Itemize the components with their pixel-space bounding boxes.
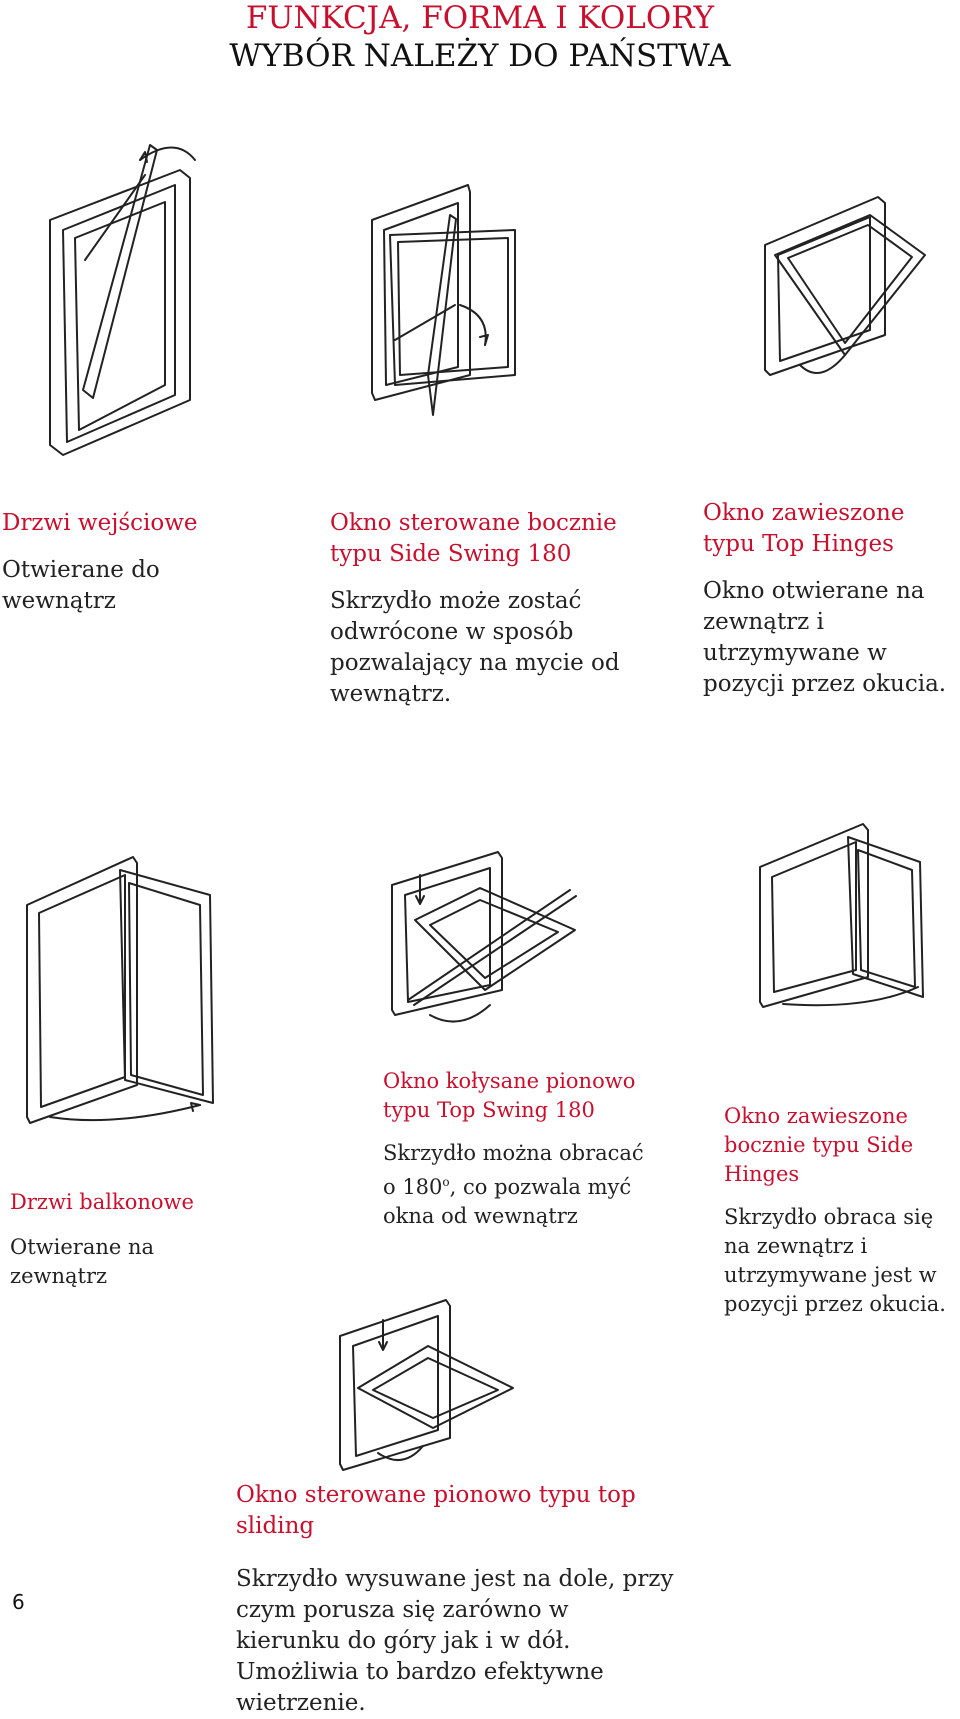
header-subtitle: WYBÓR NALEŻY DO PAŃSTWA <box>229 38 731 74</box>
header-title: FUNKCJA, FORMA I KOLORY <box>245 0 715 36</box>
item-title-entrance-door: Drzwi wejściowe <box>2 510 198 536</box>
item-desc-side-swing: Skrzydło może zostać odwrócone w sposób … <box>330 588 620 707</box>
side-swing-window-icon <box>371 184 516 416</box>
entrance-door-inward-icon <box>49 144 196 456</box>
balcony-door-outward-icon <box>26 856 214 1124</box>
page-number: 6 <box>12 1590 25 1614</box>
item-title-top-sliding: Okno sterowane pionowo typu top sliding <box>236 1482 636 1539</box>
top-hinged-window-icon <box>764 196 926 376</box>
item-title-balcony-door: Drzwi balkonowe <box>10 1190 194 1214</box>
item-title-side-swing: Okno sterowane bocznie typu Side Swing 1… <box>330 510 617 567</box>
item-title-top-hinges: Okno zawieszone typu Top Hinges <box>703 500 905 557</box>
item-desc-side-hinges: Skrzydło obraca się na zewnątrz i utrzym… <box>724 1205 946 1316</box>
side-hinged-window-icon <box>759 823 924 1008</box>
item-desc-entrance-door: Otwierane do wewnątrz <box>2 557 160 614</box>
item-desc-top-swing: Skrzydło można obracać o 180o, co pozwal… <box>383 1141 644 1228</box>
item-title-top-swing: Okno kołysane pionowo typu Top Swing 180 <box>383 1069 636 1122</box>
item-desc-balcony-door: Otwierane na zewnątrz <box>10 1235 155 1288</box>
item-desc-top-sliding: Skrzydło wysuwane jest na dole, przy czy… <box>236 1566 674 1716</box>
item-desc-top-hinges: Okno otwierane na zewnątrz i utrzymywane… <box>703 578 947 697</box>
top-sliding-window-icon <box>339 1299 514 1471</box>
top-swing-window-icon <box>391 851 577 1023</box>
item-title-side-hinges: Okno zawieszone bocznie typu Side Hinges <box>724 1104 914 1186</box>
